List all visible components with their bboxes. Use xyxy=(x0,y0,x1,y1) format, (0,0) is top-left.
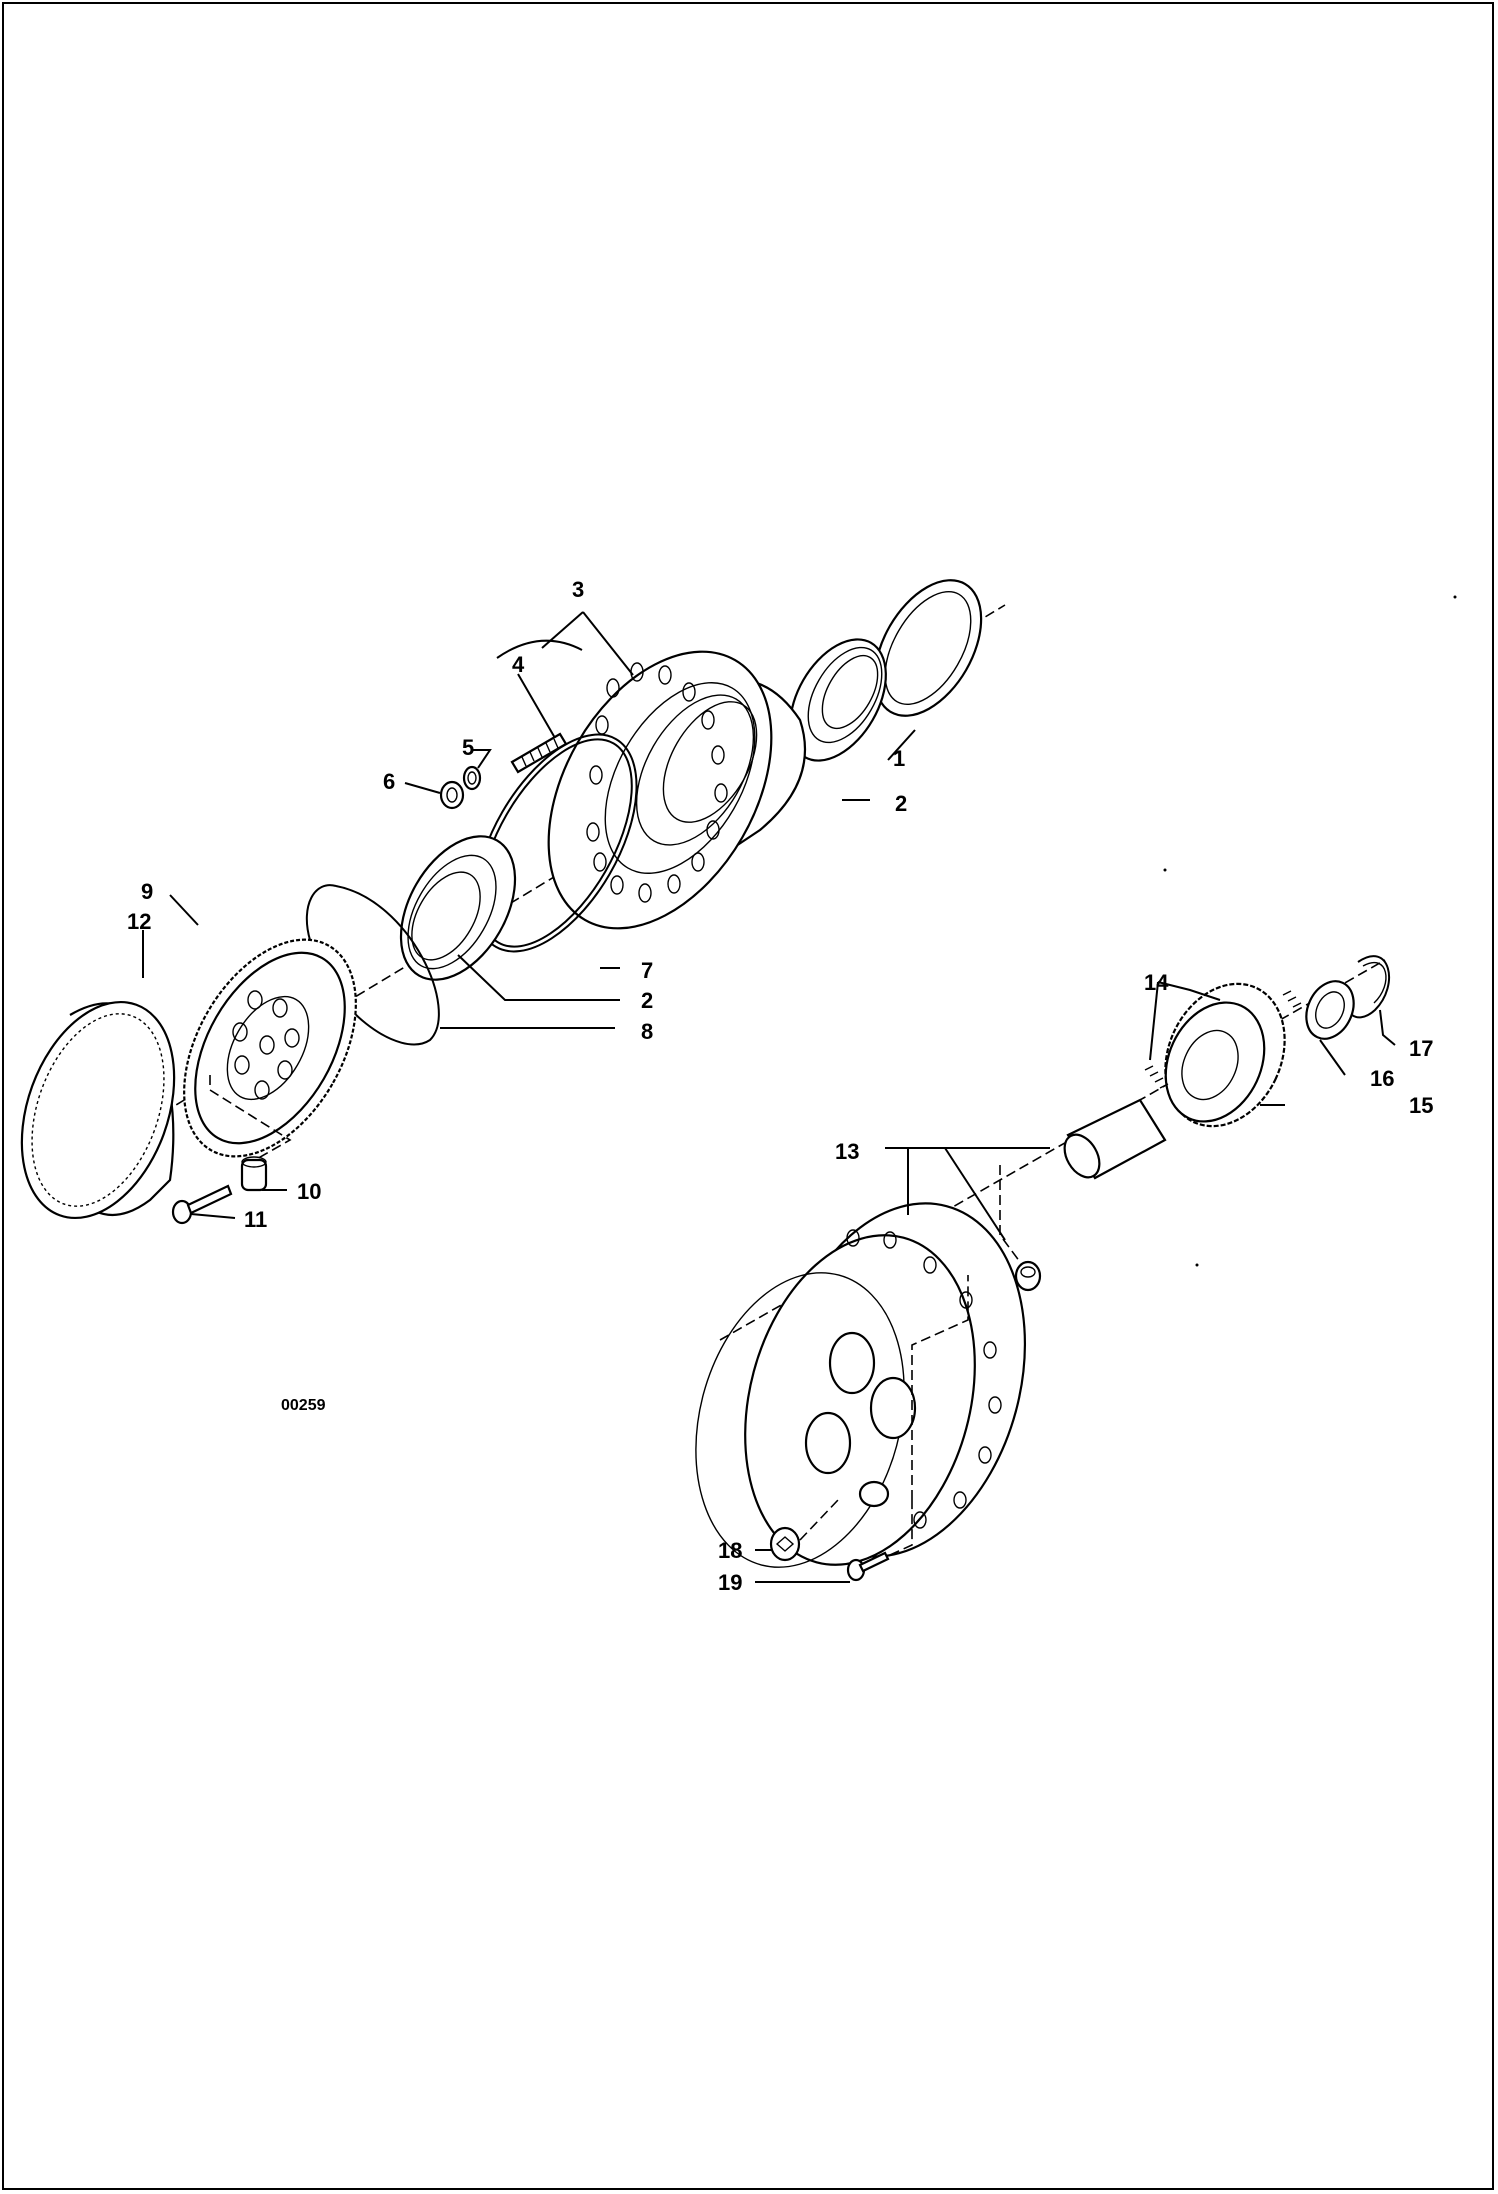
callout-7: 7 xyxy=(641,958,653,983)
callout-13: 13 xyxy=(835,1139,859,1164)
callout-17: 17 xyxy=(1409,1036,1433,1061)
callout-14: 14 xyxy=(1144,970,1169,995)
screw-part-19 xyxy=(846,1551,890,1582)
callout-11: 11 xyxy=(244,1207,267,1232)
bushing-part-10 xyxy=(240,1156,268,1192)
callout-2-upper: 2 xyxy=(895,791,907,816)
drawing-reference-code: 00259 xyxy=(281,1397,326,1414)
planet-housing-part-13 xyxy=(695,1202,1027,1568)
callout-2-lower: 2 xyxy=(641,988,653,1013)
callout-6: 6 xyxy=(383,769,395,794)
callout-12: 12 xyxy=(127,909,151,934)
tapered-bearing-part-2-lower xyxy=(399,835,517,981)
callout-4: 4 xyxy=(512,652,525,677)
o-ring-part-7 xyxy=(474,733,638,953)
needle-rollers-part-14 xyxy=(1144,990,1302,1089)
plug-part-13 xyxy=(1014,1260,1042,1292)
callout-15: 15 xyxy=(1409,1093,1433,1118)
planet-pin-part-13 xyxy=(1063,1098,1167,1180)
snap-ring-part-8 xyxy=(305,884,440,1046)
callout-10: 10 xyxy=(297,1179,321,1204)
bearing-race-part-1 xyxy=(873,579,983,717)
thrust-washer-part-16 xyxy=(1305,980,1355,1040)
stud-group-bracket xyxy=(496,639,583,659)
callout-16: 16 xyxy=(1370,1066,1394,1091)
nut-part-6 xyxy=(439,780,465,810)
callout-19: 19 xyxy=(718,1570,742,1595)
callout-18: 18 xyxy=(718,1538,742,1563)
callout-1: 1 xyxy=(893,746,905,771)
washer-part-5 xyxy=(462,765,482,791)
bolt-part-11 xyxy=(171,1184,233,1225)
tapered-bearing-part-2-upper xyxy=(789,638,887,762)
wheel-hub-part-3 xyxy=(547,650,807,930)
callout-5: 5 xyxy=(462,735,474,760)
planet-gear-part-15 xyxy=(1164,982,1286,1128)
callout-3: 3 xyxy=(572,577,584,602)
planet-carrier-part-9 xyxy=(183,938,357,1158)
ring-gear-part-12 xyxy=(20,1000,176,1220)
drain-plug-part-18 xyxy=(769,1526,801,1562)
leader-lines xyxy=(142,611,1396,1583)
callout-8: 8 xyxy=(641,1019,653,1044)
stud-part-4 xyxy=(510,732,568,774)
callout-9: 9 xyxy=(141,879,153,904)
